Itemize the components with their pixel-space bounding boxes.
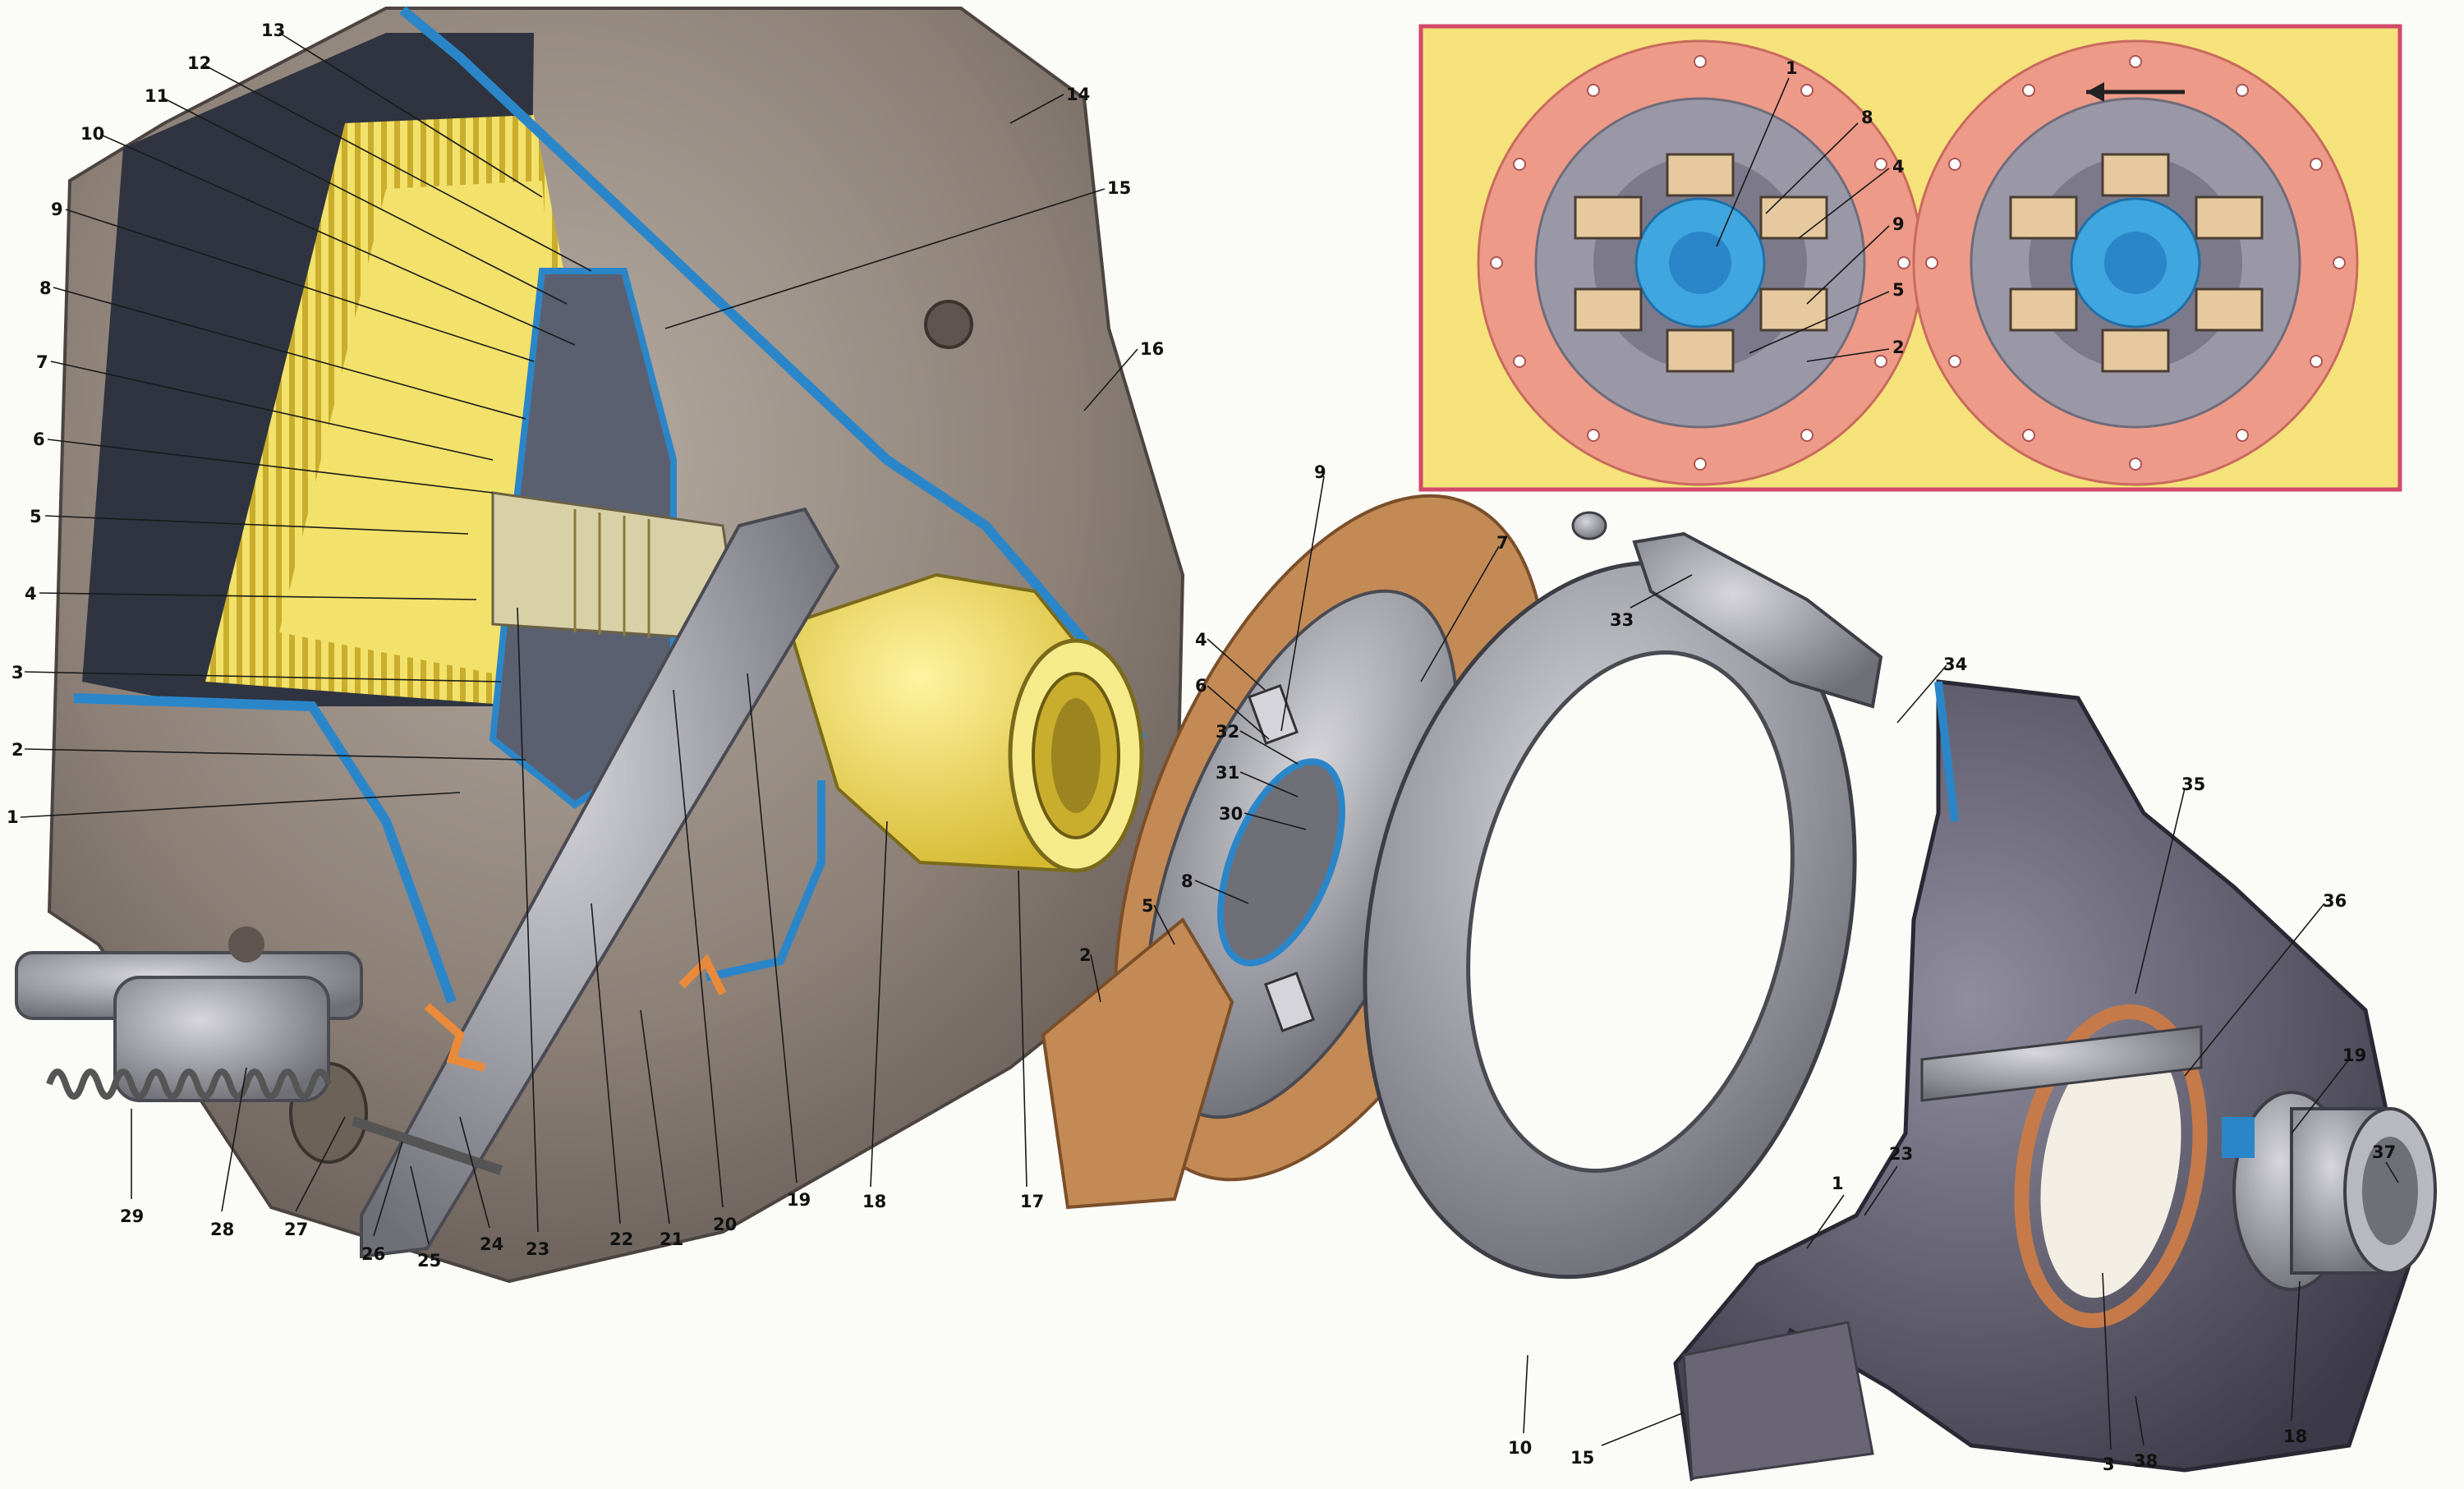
callout-15b: 15 bbox=[1570, 1448, 1594, 1468]
callout-38: 38 bbox=[2134, 1451, 2158, 1471]
inset-callout-9: 9 bbox=[1892, 214, 1905, 234]
callout-22: 22 bbox=[609, 1229, 633, 1249]
callout-32: 32 bbox=[1216, 722, 1239, 742]
callout-1: 1 bbox=[7, 807, 19, 827]
callout-25: 25 bbox=[417, 1251, 441, 1271]
callout-18b: 18 bbox=[2283, 1427, 2307, 1446]
callout-12: 12 bbox=[187, 53, 211, 73]
leader-lines bbox=[20, 32, 2399, 1450]
inset-callout-2: 2 bbox=[1892, 338, 1905, 357]
clutch-cutaway bbox=[15, 6, 1185, 1284]
callout-6b: 6 bbox=[1195, 676, 1207, 696]
callout-5b: 5 bbox=[1142, 896, 1154, 916]
callout-24: 24 bbox=[480, 1234, 503, 1254]
callout-8: 8 bbox=[39, 278, 52, 298]
callout-13: 13 bbox=[261, 21, 285, 40]
cover-segment bbox=[1682, 1321, 1874, 1480]
callout-2b: 2 bbox=[1079, 945, 1092, 965]
callout-27: 27 bbox=[284, 1220, 308, 1239]
bracket bbox=[1632, 531, 1883, 709]
callout-30: 30 bbox=[1219, 804, 1243, 824]
callout-11: 11 bbox=[145, 86, 168, 106]
callout-5: 5 bbox=[30, 507, 42, 526]
inset-callout-8: 8 bbox=[1861, 108, 1873, 127]
inset-disc-left bbox=[1477, 39, 1924, 486]
callout-7: 7 bbox=[36, 352, 48, 372]
diaphragm-lever bbox=[1920, 1025, 2203, 1102]
callout-23b: 23 bbox=[1889, 1144, 1913, 1164]
pressure-plate bbox=[1363, 560, 1857, 1280]
callout-4b: 4 bbox=[1195, 630, 1207, 650]
callout-10: 10 bbox=[80, 124, 104, 144]
callout-20: 20 bbox=[713, 1215, 737, 1234]
callout-23: 23 bbox=[526, 1239, 549, 1259]
callout-9b: 9 bbox=[1314, 462, 1326, 482]
callout-19b: 19 bbox=[2342, 1046, 2366, 1065]
callout-3b: 3 bbox=[2103, 1455, 2115, 1474]
callout-26: 26 bbox=[361, 1244, 385, 1264]
clutch-cover bbox=[1673, 679, 2417, 1482]
callout-3: 3 bbox=[11, 663, 24, 682]
callout-14: 14 bbox=[1066, 85, 1090, 104]
bolt-icon bbox=[1571, 511, 1607, 540]
inset-callout-4: 4 bbox=[1892, 157, 1905, 177]
callout-9: 9 bbox=[51, 200, 63, 219]
callout-21: 21 bbox=[660, 1229, 683, 1249]
callout-1b: 1 bbox=[1832, 1174, 1844, 1193]
callout-36: 36 bbox=[2323, 891, 2347, 911]
mounting-hole bbox=[924, 300, 973, 349]
callout-18: 18 bbox=[862, 1192, 886, 1211]
spring-clip bbox=[424, 1003, 486, 1072]
callout-4: 4 bbox=[25, 584, 37, 604]
callout-29: 29 bbox=[120, 1206, 144, 1226]
callout-17: 17 bbox=[1020, 1192, 1044, 1211]
callout-34: 34 bbox=[1943, 655, 1967, 674]
callout-37: 37 bbox=[2372, 1142, 2396, 1162]
callout-2: 2 bbox=[11, 740, 24, 760]
callout-6: 6 bbox=[33, 430, 45, 449]
damper-inset-panel: 1 8 4 9 5 2 bbox=[1418, 24, 2402, 492]
callout-8b: 8 bbox=[1181, 871, 1193, 891]
callout-labels: 1 2 3 4 5 6 7 8 9 10 11 12 13 14 15 16 1… bbox=[7, 21, 2396, 1474]
callout-28: 28 bbox=[210, 1220, 234, 1239]
callout-7b: 7 bbox=[1496, 533, 1509, 553]
release-ring bbox=[2014, 1004, 2208, 1328]
callout-15: 15 bbox=[1107, 178, 1131, 198]
callout-10b: 10 bbox=[1508, 1438, 1532, 1458]
release-bearing bbox=[2222, 1091, 2437, 1291]
return-spring bbox=[46, 1068, 332, 1100]
callout-33: 33 bbox=[1610, 610, 1634, 630]
callout-35: 35 bbox=[2181, 774, 2205, 794]
inset-disc-right bbox=[1912, 39, 2359, 486]
callout-31: 31 bbox=[1216, 763, 1239, 783]
callout-16: 16 bbox=[1140, 339, 1164, 359]
callout-19: 19 bbox=[787, 1190, 811, 1210]
slave-cylinder bbox=[15, 951, 503, 1175]
inset-callout-1: 1 bbox=[1786, 58, 1798, 78]
inset-callout-5: 5 bbox=[1892, 280, 1905, 300]
